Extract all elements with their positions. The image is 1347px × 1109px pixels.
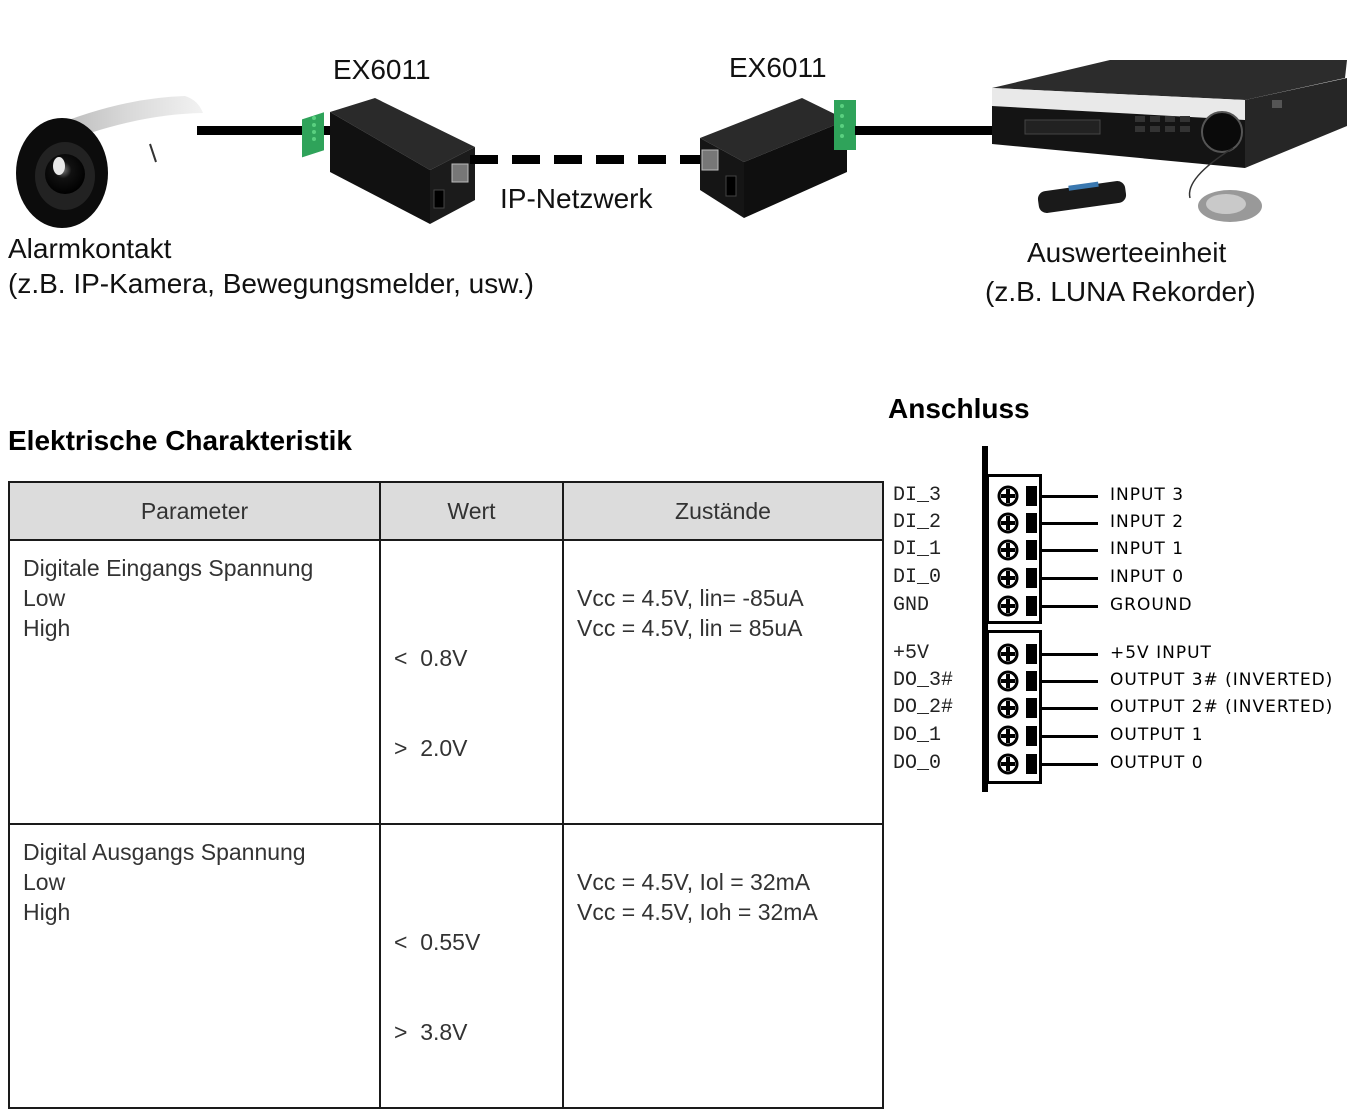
pin-name: DO_3# (893, 669, 954, 692)
screw-terminal-icon (997, 512, 1019, 534)
value-cell: < 0.8V > 2.0V (379, 539, 564, 825)
pin-description: INPUT 3 (1110, 485, 1185, 505)
pin-name: DI_0 (893, 566, 942, 589)
terminal-contact (1026, 540, 1037, 560)
ex6011-left-label: EX6011 (333, 54, 431, 85)
connection-title: Anschluss (888, 393, 1030, 424)
high-value: > 3.8V (394, 1019, 468, 1045)
low-condition: Vcc = 4.5V, lin= -85uA (577, 585, 804, 611)
pin-description: OUTPUT 2# (INVERTED) (1110, 697, 1334, 717)
condition-cell: Vcc = 4.5V, Iol = 32mA Vcc = 4.5V, Ioh =… (562, 823, 884, 1109)
alarm-contact-label: Alarmkontakt (8, 233, 172, 264)
param-title: Digitale Eingangs Spannung (23, 555, 314, 581)
terminal-contact (1026, 513, 1037, 533)
pin-name: +5V (893, 642, 930, 665)
pin-lead-line (1040, 495, 1098, 498)
pin-description: OUTPUT 1 (1110, 725, 1204, 745)
pin-lead-line (1040, 763, 1098, 766)
low-label: Low (23, 869, 66, 895)
high-label: High (23, 615, 71, 641)
terminal-spine (982, 446, 988, 792)
terminal-contact (1026, 568, 1037, 588)
low-label: Low (23, 585, 66, 611)
terminal-contact (1026, 726, 1037, 746)
screw-terminal-icon (997, 697, 1019, 719)
pin-lead-line (1040, 680, 1098, 683)
pin-name: DO_2# (893, 696, 954, 719)
cable-camera-to-ex6011 (197, 126, 332, 135)
condition-cell: Vcc = 4.5V, lin= -85uA Vcc = 4.5V, lin =… (562, 539, 884, 825)
pin-description: OUTPUT 0 (1110, 753, 1204, 773)
pin-name: DI_2 (893, 511, 942, 534)
pin-description: INPUT 2 (1110, 512, 1185, 532)
pin-lead-line (1040, 522, 1098, 525)
terminal-contact (1026, 644, 1037, 664)
ip-camera-icon (16, 96, 203, 228)
terminal-contact (1026, 671, 1037, 691)
header-value: Wert (379, 481, 564, 541)
pin-name: DO_1 (893, 724, 942, 747)
high-label: High (23, 899, 71, 925)
pin-lead-line (1040, 549, 1098, 552)
ex6011-right-label: EX6011 (729, 52, 827, 83)
pin-name: GND (893, 594, 930, 617)
electrical-title: Elektrische Charakteristik (8, 425, 352, 456)
pin-description: GROUND (1110, 595, 1193, 615)
ex6011-device-icon (700, 98, 856, 218)
cable-ex6011-to-recorder (855, 126, 995, 135)
pin-lead-line (1040, 605, 1098, 608)
pin-description: +5V INPUT (1110, 643, 1212, 663)
table-row: Digital Ausgangs Spannung Low High < 0.5… (8, 823, 884, 1109)
dvr-recorder-icon (992, 60, 1347, 222)
pin-description: INPUT 0 (1110, 567, 1185, 587)
value-cell: < 0.55V > 3.8V (379, 823, 564, 1109)
low-value: < 0.55V (394, 929, 481, 955)
ip-network-link (470, 155, 700, 164)
pin-name: DI_1 (893, 538, 942, 561)
ip-network-label: IP-Netzwerk (500, 183, 653, 214)
header-parameter: Parameter (8, 481, 381, 541)
header-conditions: Zustände (562, 481, 884, 541)
pin-name: DI_3 (893, 484, 942, 507)
screw-terminal-icon (997, 670, 1019, 692)
electrical-table: Parameter Wert Zustände Digitale Eingang… (8, 481, 884, 1109)
screw-terminal-icon (997, 753, 1019, 775)
param-cell: Digitale Eingangs Spannung Low High (8, 539, 381, 825)
screw-terminal-icon (997, 643, 1019, 665)
pin-description: INPUT 1 (1110, 539, 1185, 559)
screw-terminal-icon (997, 567, 1019, 589)
pin-name: DO_0 (893, 752, 942, 775)
table-row: Digitale Eingangs Spannung Low High < 0.… (8, 539, 884, 825)
recorder-label: Auswerteeinheit (1027, 237, 1227, 268)
terminal-contact (1026, 698, 1037, 718)
high-condition: Vcc = 4.5V, lin = 85uA (577, 615, 803, 641)
ex6011-device-icon (302, 98, 475, 224)
screw-terminal-icon (997, 595, 1019, 617)
screw-terminal-icon (997, 539, 1019, 561)
terminal-contact (1026, 754, 1037, 774)
screw-terminal-icon (997, 485, 1019, 507)
high-value: > 2.0V (394, 735, 468, 761)
terminal-contact (1026, 486, 1037, 506)
pin-lead-line (1040, 707, 1098, 710)
pin-description: OUTPUT 3# (INVERTED) (1110, 670, 1334, 690)
table-header-row: Parameter Wert Zustände (8, 481, 884, 541)
alarm-contact-examples: (z.B. IP-Kamera, Bewegungsmelder, usw.) (8, 268, 534, 299)
terminal-contact (1026, 596, 1037, 616)
param-title: Digital Ausgangs Spannung (23, 839, 306, 865)
pin-lead-line (1040, 653, 1098, 656)
screw-terminal-icon (997, 725, 1019, 747)
pin-lead-line (1040, 735, 1098, 738)
param-cell: Digital Ausgangs Spannung Low High (8, 823, 381, 1109)
high-condition: Vcc = 4.5V, Ioh = 32mA (577, 899, 818, 925)
recorder-examples: (z.B. LUNA Rekorder) (985, 276, 1256, 307)
low-condition: Vcc = 4.5V, Iol = 32mA (577, 869, 811, 895)
low-value: < 0.8V (394, 645, 468, 671)
pin-lead-line (1040, 577, 1098, 580)
